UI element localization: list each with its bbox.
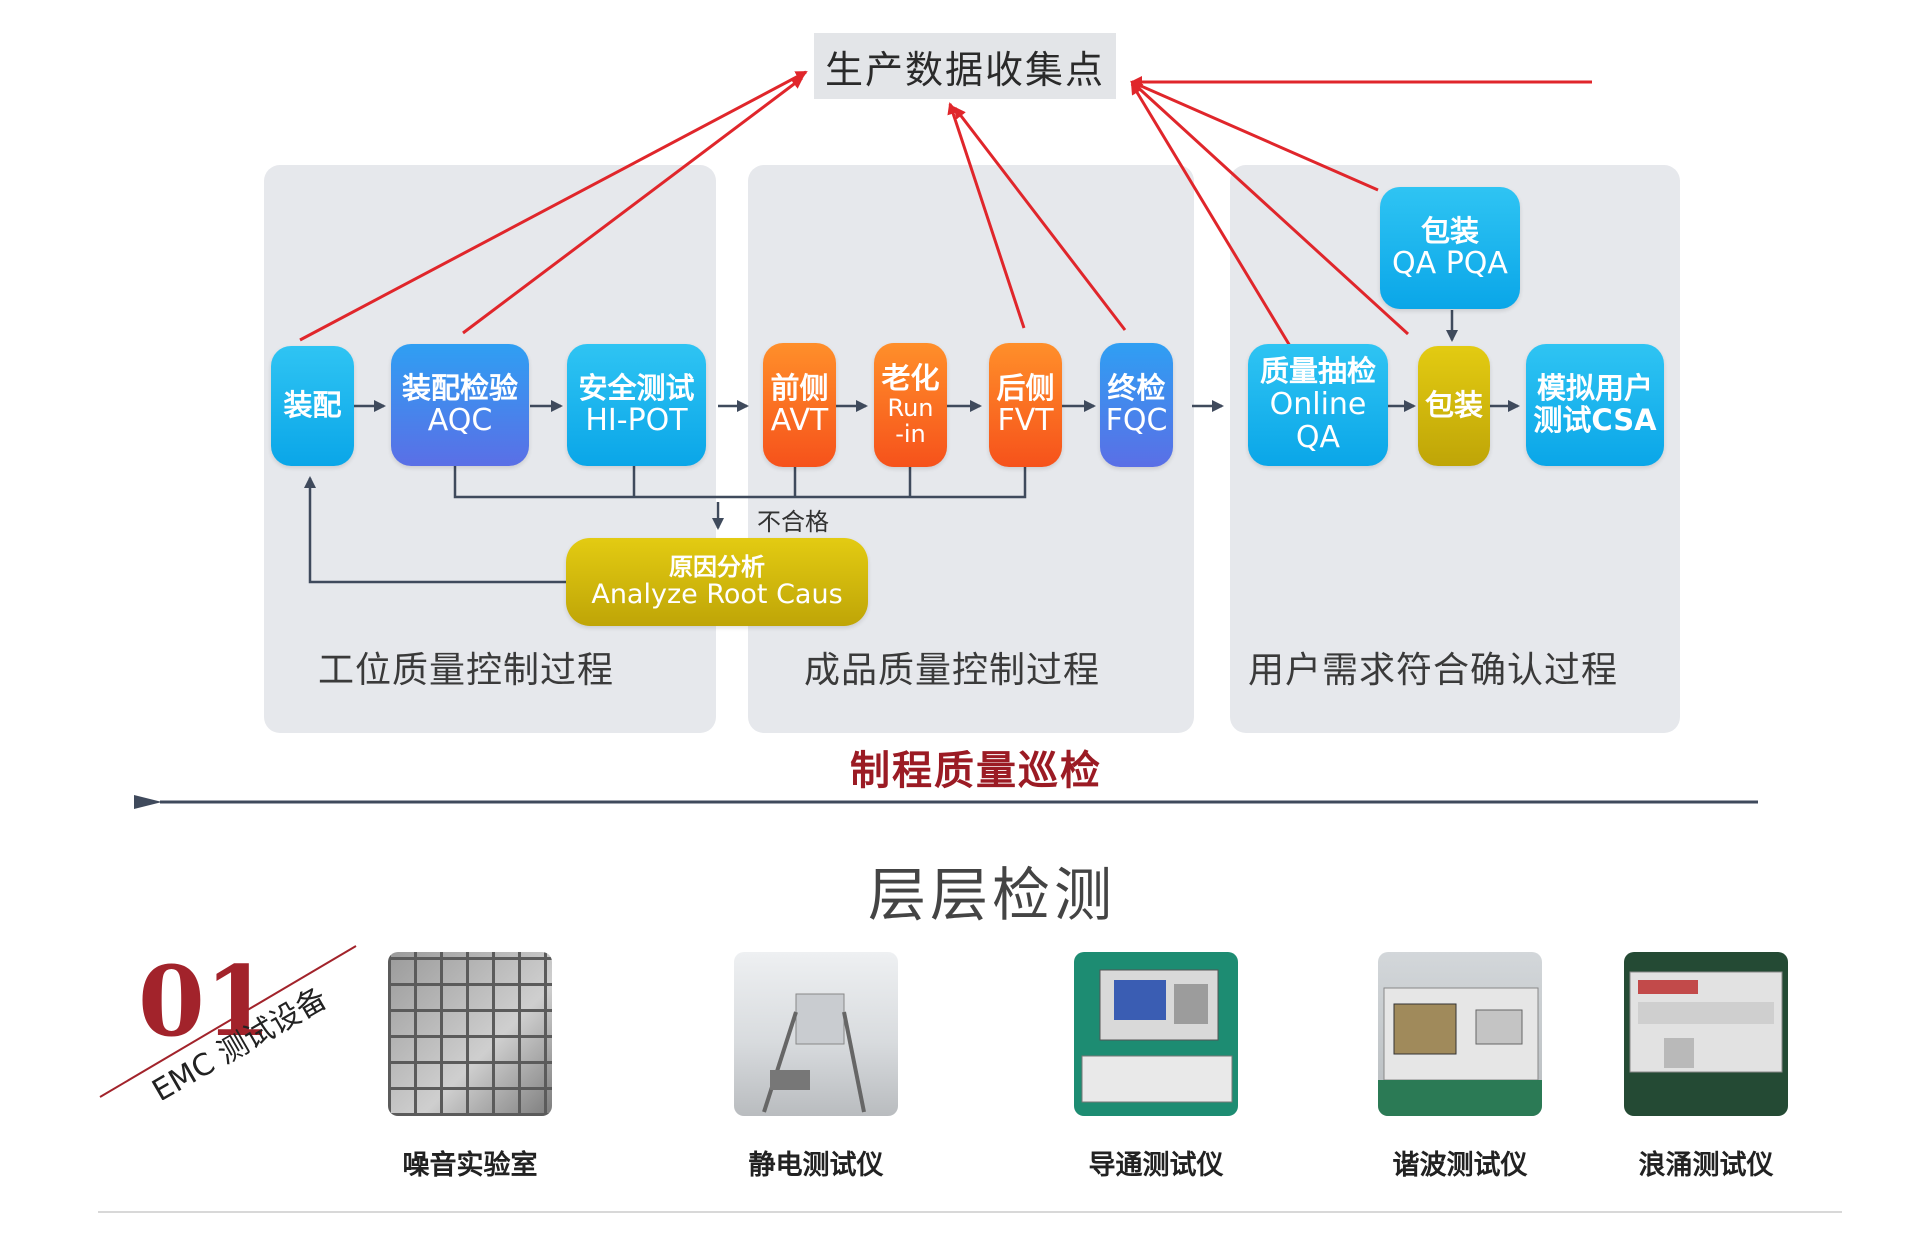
fail-label: 不合格 <box>757 508 829 536</box>
step-pqa-zh: 包装 <box>1420 213 1479 248</box>
step-aqc: 装配检验 AQC <box>391 344 529 466</box>
step-fvt-zh: 后侧 <box>996 370 1055 405</box>
step-fqc: 终检 FQC <box>1100 343 1173 467</box>
step-hipot-zh: 安全测试 <box>578 370 695 405</box>
harmonic-tester-photo <box>1378 952 1542 1116</box>
patrol-label: 制程质量巡检 <box>850 748 1102 794</box>
step-oqa-en2: QA <box>1295 419 1341 455</box>
equipment-label-surge-tester: 浪涌测试仪 <box>1638 1150 1774 1181</box>
step-root-cause: 原因分析 Analyze Root Caus <box>566 538 868 626</box>
anechoic-chamber-photo <box>388 952 552 1116</box>
step-csa-zh: 模拟用户 <box>1536 371 1653 406</box>
step-pqa: 包装 QA PQA <box>1380 187 1520 309</box>
step-avt-en: AVT <box>770 403 829 439</box>
panel-title-product-qc: 成品质量控制过程 <box>804 650 1101 691</box>
step-root-cause-zh: 原因分析 <box>669 552 765 581</box>
esd-tester-photo <box>734 952 898 1116</box>
step-fqc-zh: 终检 <box>1107 370 1166 405</box>
badge-number: 01 <box>138 945 272 1058</box>
equipment-label-harmonic-tester: 谐波测试仪 <box>1392 1150 1528 1181</box>
step-online-qa: 质量抽检 Online QA <box>1248 344 1388 466</box>
step-oqa-zh: 质量抽检 <box>1259 354 1376 389</box>
panel-title-user-requirement: 用户需求符合确认过程 <box>1248 650 1619 691</box>
step-csa-en: 测试CSA <box>1533 403 1657 437</box>
step-assembly: 装配 <box>271 346 354 466</box>
data-collection-point: 生产数据收集点 <box>814 33 1116 99</box>
layers-title: 层层检测 <box>868 861 1117 929</box>
conduction-tester-photo <box>1074 952 1238 1116</box>
step-fvt-en: FVT <box>997 403 1054 439</box>
step-runin-en2: -in <box>895 419 926 448</box>
step-fvt: 后侧 FVT <box>989 343 1062 467</box>
step-pqa-en: QA PQA <box>1392 246 1508 282</box>
surge-tester-photo <box>1624 952 1788 1116</box>
step-aqc-en: AQC <box>427 403 493 439</box>
equipment-label-esd-tester: 静电测试仪 <box>748 1150 884 1181</box>
equipment-label-conduction-tester: 导通测试仪 <box>1088 1150 1224 1181</box>
step-assembly-label: 装配 <box>283 388 342 423</box>
step-hipot: 安全测试 HI-POT <box>567 344 706 466</box>
step-csa: 模拟用户 测试CSA <box>1526 344 1664 466</box>
step-runin-zh: 老化 <box>881 360 940 395</box>
step-aqc-zh: 装配检验 <box>401 370 518 405</box>
step-avt-zh: 前侧 <box>770 370 829 405</box>
step-fqc-en: FQC <box>1105 403 1168 439</box>
emc-badge: 01 EMC 测试设备 <box>98 940 358 1109</box>
equipment-label-noise-lab: 噪音实验室 <box>402 1150 538 1181</box>
step-runin: 老化 Run -in <box>874 343 947 467</box>
red-data-arrows <box>299 70 1592 347</box>
bottom-divider <box>98 1211 1842 1213</box>
badge-graphic: 01 EMC 测试设备 <box>99 945 357 1109</box>
step-root-cause-en: Analyze Root Caus <box>591 579 843 611</box>
step-packing: 包装 <box>1418 346 1490 466</box>
step-hipot-en: HI-POT <box>585 403 688 439</box>
panel-title-station-qc: 工位质量控制过程 <box>318 650 615 691</box>
step-oqa-en1: Online <box>1269 386 1367 422</box>
step-avt: 前侧 AVT <box>763 343 836 467</box>
step-packing-label: 包装 <box>1424 388 1483 423</box>
step-runin-en1: Run <box>887 393 934 422</box>
